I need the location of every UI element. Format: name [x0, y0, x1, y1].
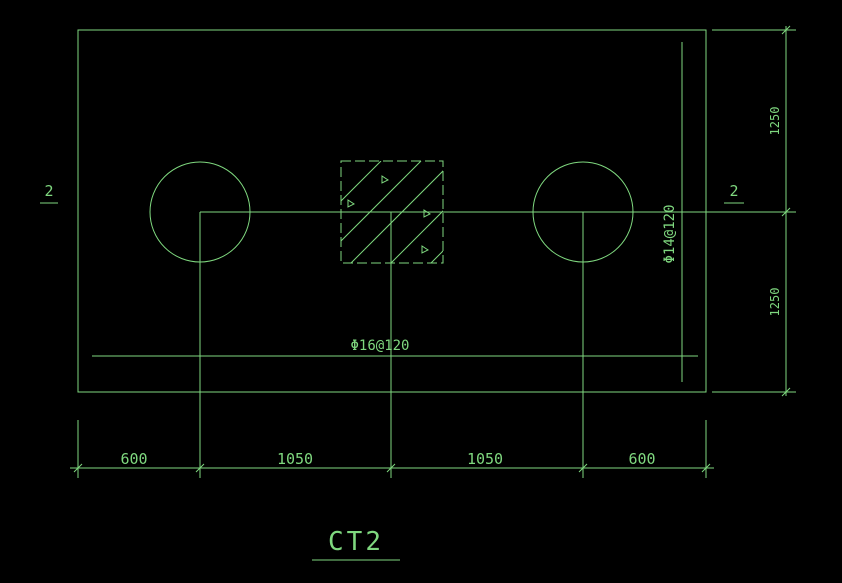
side-rebar-label: Φ14@120: [662, 204, 678, 263]
svg-text:2: 2: [44, 182, 53, 200]
dim-600-left: 600: [120, 450, 147, 468]
dim-600-right: 600: [628, 450, 655, 468]
dim-1050-left: 1050: [277, 450, 313, 468]
dim-1050-right: 1050: [467, 450, 503, 468]
pile-cap-outline: [77, 29, 707, 393]
bottom-rebar-label: Φ16@120: [350, 338, 409, 354]
dim-1250-bottom: 1250: [768, 288, 782, 317]
section-mark-left: 2: [40, 182, 58, 204]
drawing-title: CT2: [328, 527, 384, 557]
vertical-dimension-chain: [712, 25, 796, 397]
dim-1250-top: 1250: [768, 107, 782, 136]
svg-text:2: 2: [729, 182, 738, 200]
section-mark-right: 2: [724, 182, 744, 204]
horizontal-dimension-chain: [70, 420, 714, 478]
